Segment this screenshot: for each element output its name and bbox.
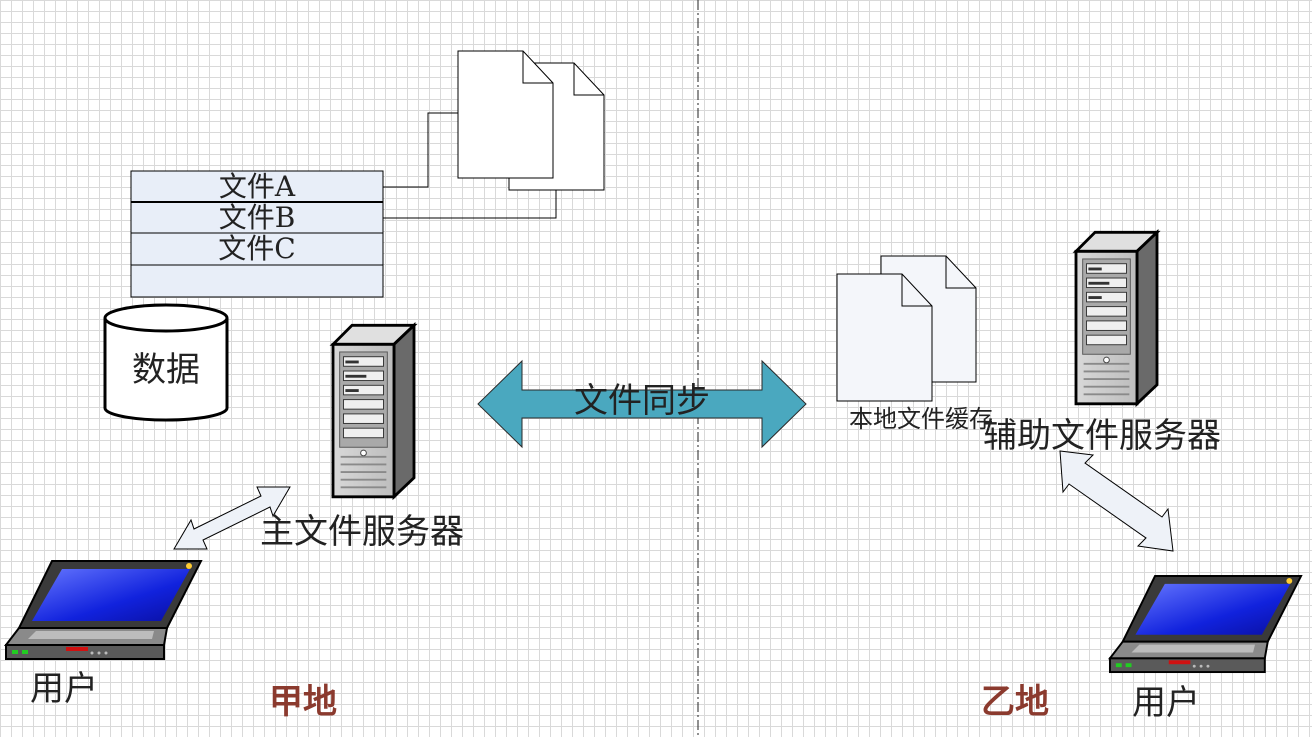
document-stack-icon [457,50,605,191]
user-link-arrow-left [173,486,291,550]
user-label-left: 用户 [30,669,98,709]
files-table-cell: 文件B [219,201,296,234]
site-b-label: 乙地 [981,682,1049,722]
user-laptop-icon-left [5,560,202,660]
local-cache-label: 本地文件缓存 [849,405,993,433]
user-laptop-icon-right [1108,575,1303,674]
site-a-label: 甲地 [269,682,337,722]
aux-server-icon [1074,230,1159,406]
files-table-cell: 文件A [219,170,296,203]
files-table-row [130,201,384,234]
files-table: 文件A 文件B 文件C [130,170,384,298]
file-b-connector [383,190,557,219]
sync-label: 文件同步 [574,381,710,421]
sync-double-arrow [477,359,807,449]
main-server-icon [331,323,416,499]
files-table-cell: 文件C [218,232,295,265]
database-icon: 数据 [103,303,229,422]
files-table-row [130,264,384,298]
user-link-arrow-right [1059,450,1174,552]
user-label-right: 用户 [1132,683,1200,723]
aux-server-label: 辅助文件服务器 [983,416,1221,456]
database-label: 数据 [132,350,200,390]
main-server-label: 主文件服务器 [260,512,464,552]
file-a-connector [383,112,458,188]
local-cache-documents-icon [836,255,977,402]
